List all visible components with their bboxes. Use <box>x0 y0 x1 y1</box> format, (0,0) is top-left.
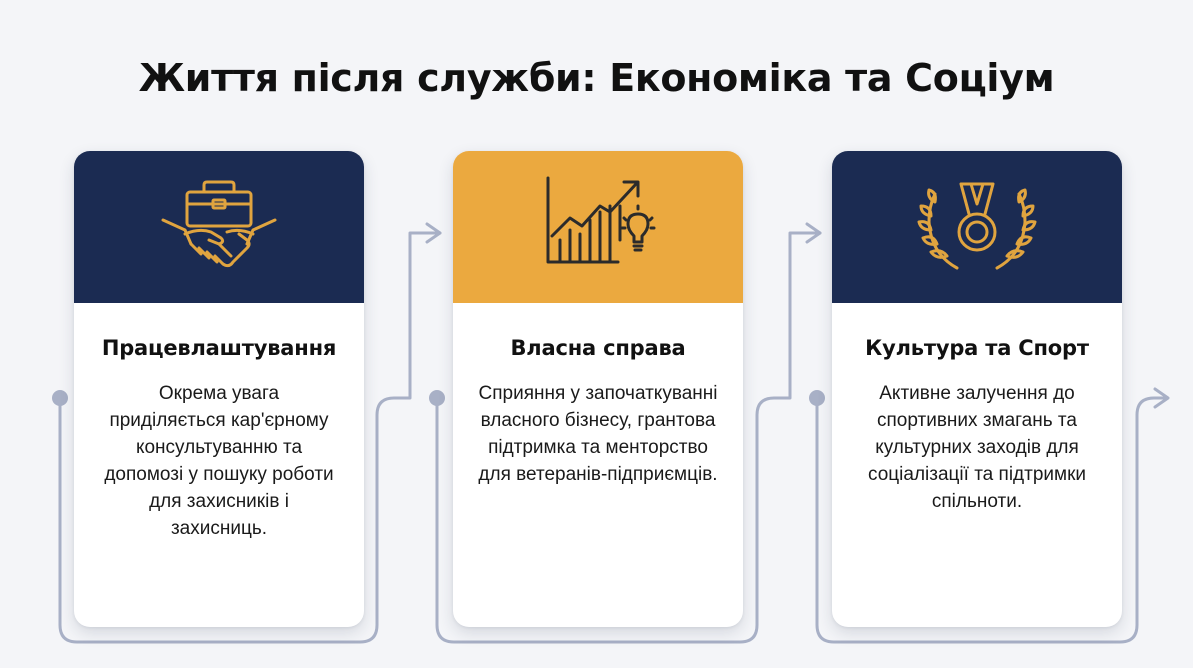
card-own-business: Власна справа Сприяння у започаткуванні … <box>453 151 743 627</box>
card-title: Власна справа <box>510 336 686 360</box>
card-description: Сприяння у започаткуванні власного бізне… <box>478 383 718 485</box>
card-title: Культура та Спорт <box>865 336 1089 360</box>
medal-laurel-icon <box>917 172 1037 282</box>
growth-chart-lightbulb-icon <box>538 172 658 282</box>
card-title: Працевлаштування <box>101 336 337 360</box>
card-description: Окрема увага приділяється кар'єрному кон… <box>104 383 334 539</box>
card-culture-sport: Культура та Спорт Активне залучення до с… <box>832 151 1122 627</box>
handshake-briefcase-icon <box>159 172 279 282</box>
card-header <box>832 151 1122 303</box>
card-employment: Працевлаштування Окрема увага приділяєть… <box>74 151 364 627</box>
page-title: Життя після служби: Економіка та Соціум <box>138 56 1055 100</box>
card-description: Активне залучення до спортивних змагань … <box>868 383 1086 512</box>
card-header <box>74 151 364 303</box>
card-header <box>453 151 743 303</box>
